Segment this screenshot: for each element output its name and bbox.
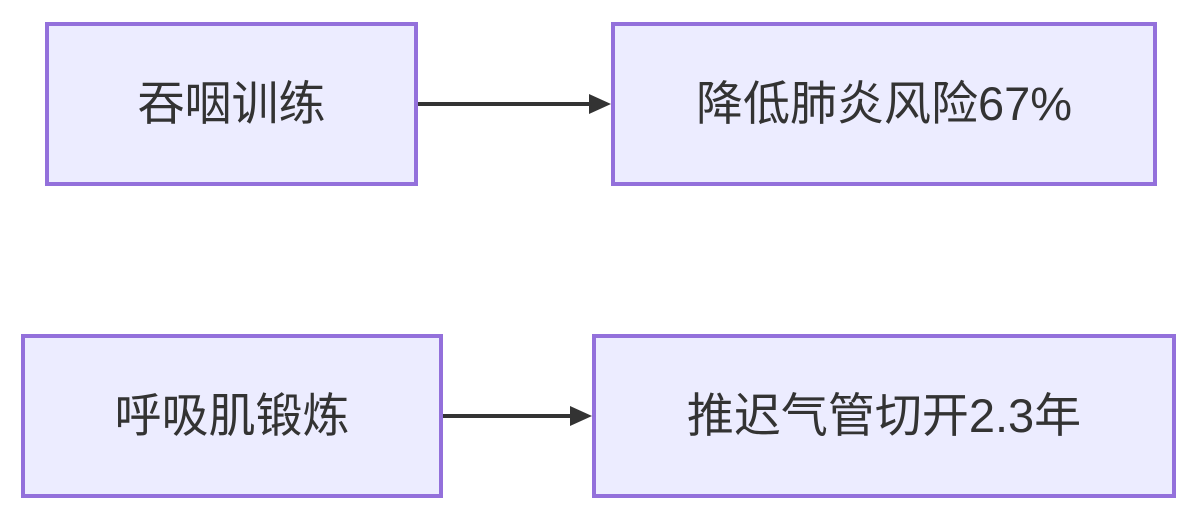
- node-respiratory-muscle-training: 呼吸肌锻炼: [21, 334, 443, 498]
- node-pneumonia-risk-reduction: 降低肺炎风险67%: [611, 22, 1157, 186]
- arrow-head-icon: [570, 406, 592, 426]
- node-label: 呼吸肌锻炼: [114, 388, 350, 442]
- node-label: 推迟气管切开2.3年: [686, 388, 1082, 442]
- arrow-line: [418, 102, 589, 106]
- edge-arrow: [443, 405, 592, 427]
- node-label: 降低肺炎风险67%: [695, 76, 1073, 130]
- node-tracheotomy-delay: 推迟气管切开2.3年: [592, 334, 1176, 498]
- edge-arrow: [418, 93, 611, 115]
- arrow-line: [443, 414, 570, 418]
- arrow-head-icon: [589, 94, 611, 114]
- node-swallowing-training: 吞咽训练: [45, 22, 418, 186]
- node-label: 吞咽训练: [137, 76, 326, 130]
